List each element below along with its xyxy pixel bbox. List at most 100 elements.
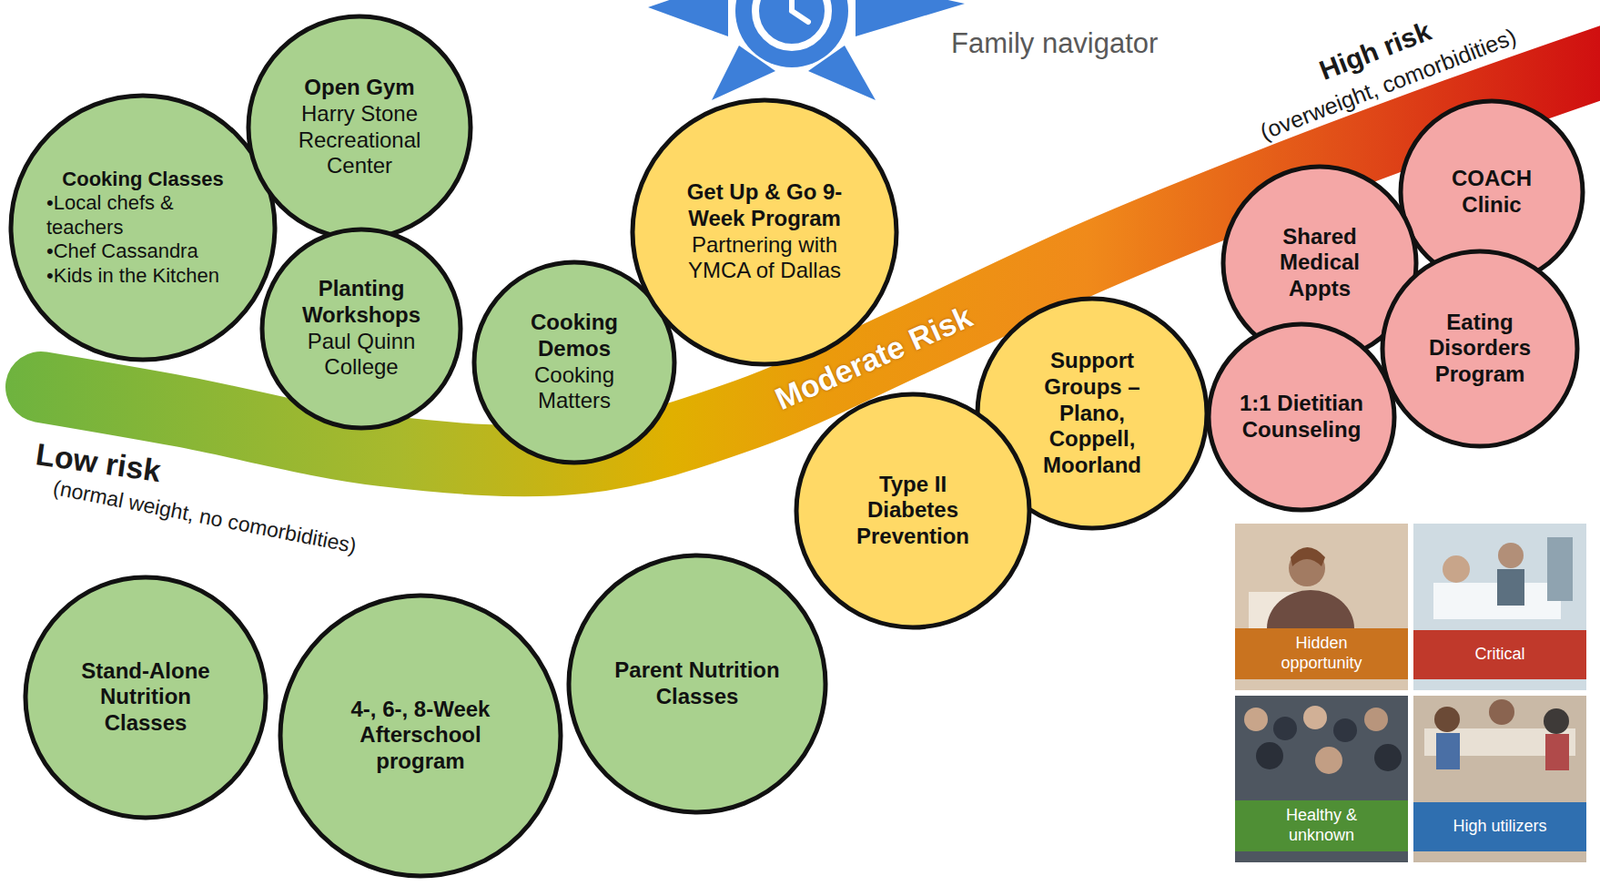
segment-band: Hidden opportunity: [1235, 627, 1408, 679]
node-body: Paul Quinn College: [288, 328, 435, 382]
node-body: Partnering with YMCA of Dallas: [673, 232, 856, 285]
photo-tile: [1235, 695, 1408, 862]
circle-shape: [568, 555, 826, 812]
node-heading: 4-, 6-, 8-Week Afterschool program: [336, 696, 506, 775]
node-heading: Support Groups – Plano, Coppell, Moorlan…: [1035, 347, 1150, 479]
circle-shape: [1208, 324, 1395, 510]
node-body: Harry Stone Recreational Center: [286, 101, 433, 180]
photo-detail: [1442, 555, 1470, 583]
node-text-group: Healthy & unknown: [1252, 805, 1391, 845]
photo-detail: [1545, 733, 1570, 770]
photo-detail: [1255, 741, 1284, 770]
node-text-group: Get Up & Go 9-Week ProgramPartnering wit…: [672, 179, 857, 284]
node-text-group: Planting WorkshopsPaul Quinn College: [287, 275, 436, 381]
node-heading: Cooking Classes: [61, 167, 223, 192]
photo-tile: [1235, 523, 1408, 690]
node-body: •Local chefs & teachers: [46, 191, 238, 240]
program-circle: Get Up & Go 9-Week ProgramPartnering wit…: [629, 97, 900, 367]
node-heading: Healthy & unknown: [1253, 805, 1390, 845]
node-heading: Cooking Demos: [515, 309, 634, 363]
node-heading: COACH Clinic: [1441, 165, 1542, 219]
photo-grid: [1235, 523, 1587, 862]
segment-band: High utilizers: [1413, 801, 1587, 851]
node-body: •Chef Cassandra: [46, 239, 199, 264]
node-text-group: Cooking DemosCooking Matters: [514, 309, 635, 415]
node-heading: Open Gym: [303, 74, 415, 102]
node-text-group: 1:1 Dietitian Counseling: [1223, 390, 1380, 444]
node-heading: Hidden opportunity: [1253, 633, 1390, 673]
program-circle: Stand-Alone Nutrition Classes: [22, 574, 269, 821]
icon-disc: [735, 0, 849, 68]
node-text-group: Stand-Alone Nutrition Classes: [76, 658, 215, 737]
photo-detail: [1543, 708, 1570, 734]
circle-shape: [1382, 251, 1578, 446]
photo-detail: [1273, 716, 1297, 740]
node-text-group: Parent Nutrition Classes: [605, 657, 790, 710]
node-text-group: COACH Clinic: [1440, 165, 1543, 219]
program-circle: 1:1 Dietitian Counseling: [1205, 321, 1398, 513]
program-circle: Open GymHarry Stone Recreational Center: [245, 13, 474, 242]
node-text-group: Type II Diabetes Prevention: [848, 471, 978, 550]
node-heading: Parent Nutrition Classes: [606, 657, 789, 710]
circle-shape: [10, 95, 275, 360]
icon-clock-hands: [791, 0, 809, 22]
photo-detail: [1547, 536, 1573, 601]
node-text-group: Eating Disorders Program: [1419, 309, 1540, 388]
node-heading: Get Up & Go 9-Week Program: [673, 179, 856, 233]
program-circle: Type II Diabetes Prevention: [793, 391, 1033, 630]
photo-detail: [1244, 707, 1268, 731]
node-text-group: Open GymHarry Stone Recreational Center: [285, 74, 434, 180]
node-body: Cooking Matters: [515, 362, 634, 416]
program-circle: Parent Nutrition Classes: [566, 552, 829, 815]
photo-detail: [1333, 718, 1357, 742]
node-text-group: Shared Medical Appts: [1268, 223, 1371, 303]
node-body: •Kids in the Kitchen: [46, 263, 220, 288]
node-heading: Planting Workshops: [288, 275, 435, 329]
photo-tile: [1413, 695, 1587, 862]
photo-detail: [1364, 707, 1388, 731]
node-text-group: 4-, 6-, 8-Week Afterschool program: [335, 696, 507, 775]
icon-point: [855, 0, 965, 37]
circle-shape: [474, 262, 675, 463]
node-heading: Critical: [1474, 644, 1525, 665]
circle-shape: [248, 16, 471, 239]
node-heading: High utilizers: [1452, 816, 1547, 837]
program-circle: Cooking Classes•Local chefs & teachers•C…: [8, 92, 278, 363]
node-heading: Stand-Alone Nutrition Classes: [77, 658, 214, 737]
segment-band: Critical: [1413, 629, 1587, 679]
circle-shape: [632, 100, 897, 365]
risk-level-label: Low risk: [33, 435, 163, 490]
node-heading: Type II Diabetes Prevention: [849, 471, 977, 550]
photo-detail: [1315, 746, 1343, 774]
node-text-group: Hidden opportunity: [1252, 633, 1391, 673]
photo-detail: [1374, 743, 1402, 771]
circle-shape: [280, 595, 561, 876]
risk-criteria-label: (normal weight, no comorbidities): [50, 475, 359, 559]
node-text-group: High utilizers: [1451, 816, 1549, 837]
navigator-label: Family navigator: [951, 26, 1158, 61]
node-heading: Eating Disorders Program: [1420, 309, 1540, 388]
node-text-group: Cooking Classes•Local chefs & teachers•C…: [46, 167, 240, 288]
icon-point: [648, 0, 729, 37]
circle-shape: [796, 394, 1030, 628]
program-circle: Planting WorkshopsPaul Quinn College: [259, 226, 464, 431]
circle-shape: [25, 577, 266, 818]
program-circle: Eating Disorders Program: [1379, 248, 1580, 449]
photo-detail: [1497, 568, 1525, 606]
node-text-group: Critical: [1473, 644, 1527, 665]
node-heading: 1:1 Dietitian Counseling: [1224, 390, 1379, 444]
photo-detail: [1436, 732, 1460, 770]
photo-detail: [1498, 542, 1524, 568]
photo-detail: [1303, 705, 1327, 730]
node-heading: Shared Medical Appts: [1269, 223, 1370, 303]
photo-detail: [1488, 698, 1515, 725]
circle-shape: [262, 229, 461, 428]
icon-clock-ring: [755, 0, 829, 48]
navigator-icon: [648, 0, 965, 101]
node-text-group: Support Groups – Plano, Coppell, Moorlan…: [1034, 347, 1151, 479]
photo-detail: [1434, 706, 1460, 732]
segment-band: Healthy & unknown: [1235, 800, 1408, 851]
program-circle: 4-, 6-, 8-Week Afterschool program: [277, 592, 564, 879]
